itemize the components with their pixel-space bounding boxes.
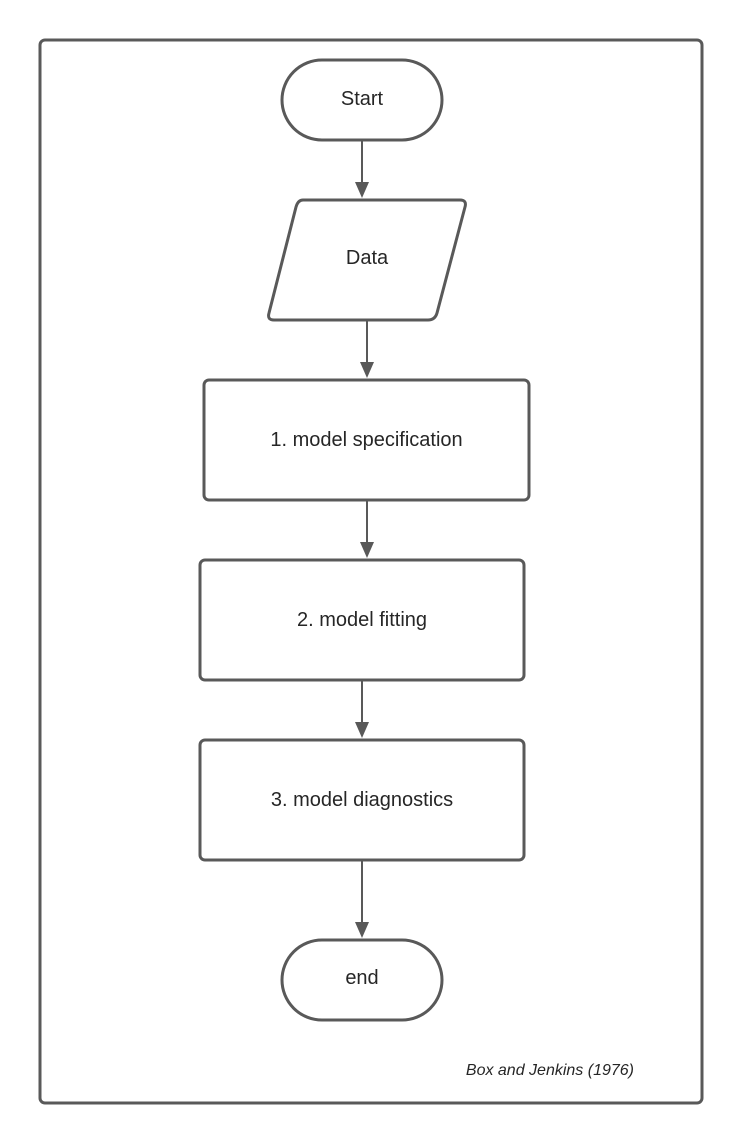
model-diagnostics-box [198,738,526,862]
model-fitting-label: 2. model fitting [297,609,427,631]
model-specification-box [202,378,531,502]
data-input-shape [267,198,467,322]
data-node: Data [267,198,467,322]
model-diagnostics-label: 3. model diagnostics [271,789,453,811]
model-diagnostics-node: 3. model diagnostics [198,738,526,862]
connector-data-to-specification [360,320,374,378]
model-specification-label: 1. model specification [270,429,462,451]
data-label: Data [346,247,389,269]
start-label: Start [341,88,384,110]
connector-specification-to-fitting [360,500,374,558]
model-fitting-node: 2. model fitting [198,558,526,682]
model-fitting-box [198,558,526,682]
source-caption: Box and Jenkins (1976) [466,1062,634,1079]
connector-fitting-to-diagnostics [355,680,369,738]
start-terminator-shape [280,58,444,142]
end-terminator-shape [280,938,444,1022]
connectors [355,140,374,938]
end-node: end [280,938,444,1022]
start-node: Start [280,58,444,142]
connector-diagnostics-to-end [355,860,369,938]
model-specification-node: 1. model specification [202,378,531,502]
connector-start-to-data [355,140,369,198]
end-label: end [345,967,378,989]
